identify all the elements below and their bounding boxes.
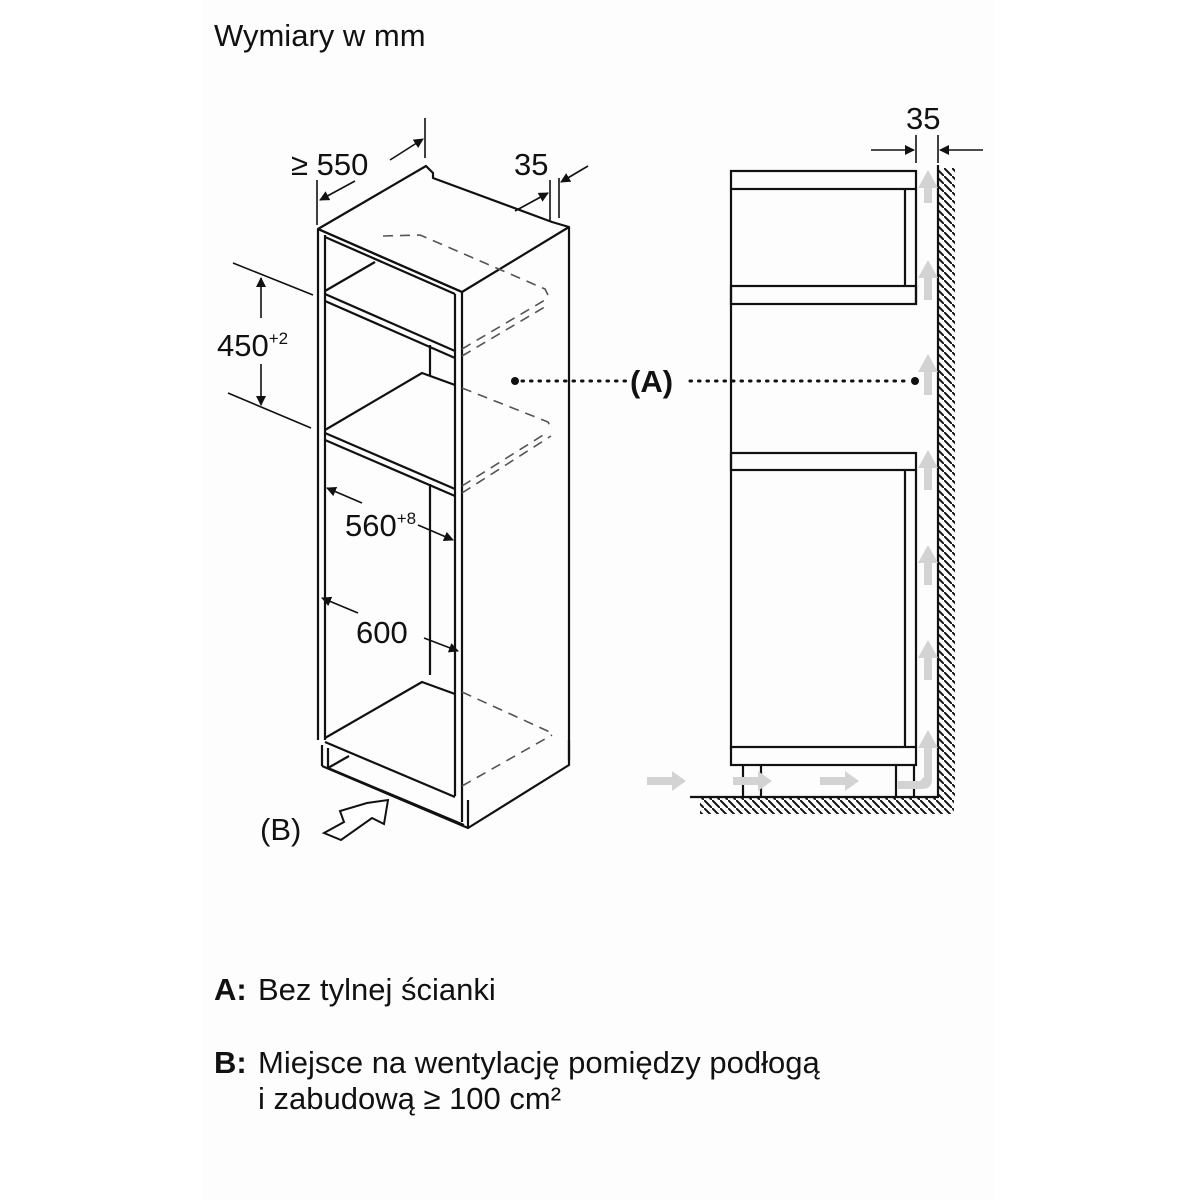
middle-shelf: [324, 371, 456, 431]
side-view-cabinet: [729, 169, 918, 796]
airflow-arrows: [647, 170, 938, 791]
outer-width-dimension: [321, 596, 459, 653]
wall-and-floor: [690, 165, 955, 814]
outer-width-label: 600: [356, 615, 408, 650]
drawing-panel: [203, 0, 995, 1200]
legend-item-b: B: Miejsce na wentylację pomiędzy podłogą…: [214, 1045, 820, 1117]
rear-gap-dimension-iso: [514, 165, 589, 221]
page-title: Wymiary w mm: [214, 18, 426, 53]
legend-text: Bez tylnej ścianki: [258, 972, 496, 1007]
legend-item-a: A: Bez tylnej ścianki: [214, 972, 496, 1008]
ventilation-arrow-icon: [321, 798, 390, 842]
legend-text-line: i zabudową ≥ 100 cm²: [258, 1081, 562, 1116]
legend-key: B:: [214, 1045, 247, 1080]
niche-height-dimension: [227, 262, 314, 429]
iso-cabinet: [316, 164, 571, 830]
cabinet-top: [316, 164, 571, 294]
upper-shelf: [324, 261, 376, 292]
no-back-leader: [511, 377, 919, 385]
rear-gap-dimension-side: [871, 135, 983, 163]
depth-label: ≥ 550: [291, 147, 368, 182]
inner-width-dimension: [326, 486, 454, 542]
legend-key: A:: [214, 972, 247, 1007]
rear-gap-label-side: 35: [906, 101, 940, 136]
no-back-marker-a: (A): [630, 364, 673, 399]
rear-gap-label-iso: 35: [514, 147, 548, 182]
inner-width-label: 560+8: [345, 508, 416, 543]
niche-height-label: 450+2: [217, 328, 288, 363]
depth-dimension: [316, 118, 426, 225]
bottom-shelf: [324, 680, 456, 739]
hidden-lines: [382, 234, 553, 787]
legend-text-line: Miejsce na wentylację pomiędzy podłogą: [258, 1045, 820, 1080]
vent-marker-b: (B): [260, 812, 301, 847]
